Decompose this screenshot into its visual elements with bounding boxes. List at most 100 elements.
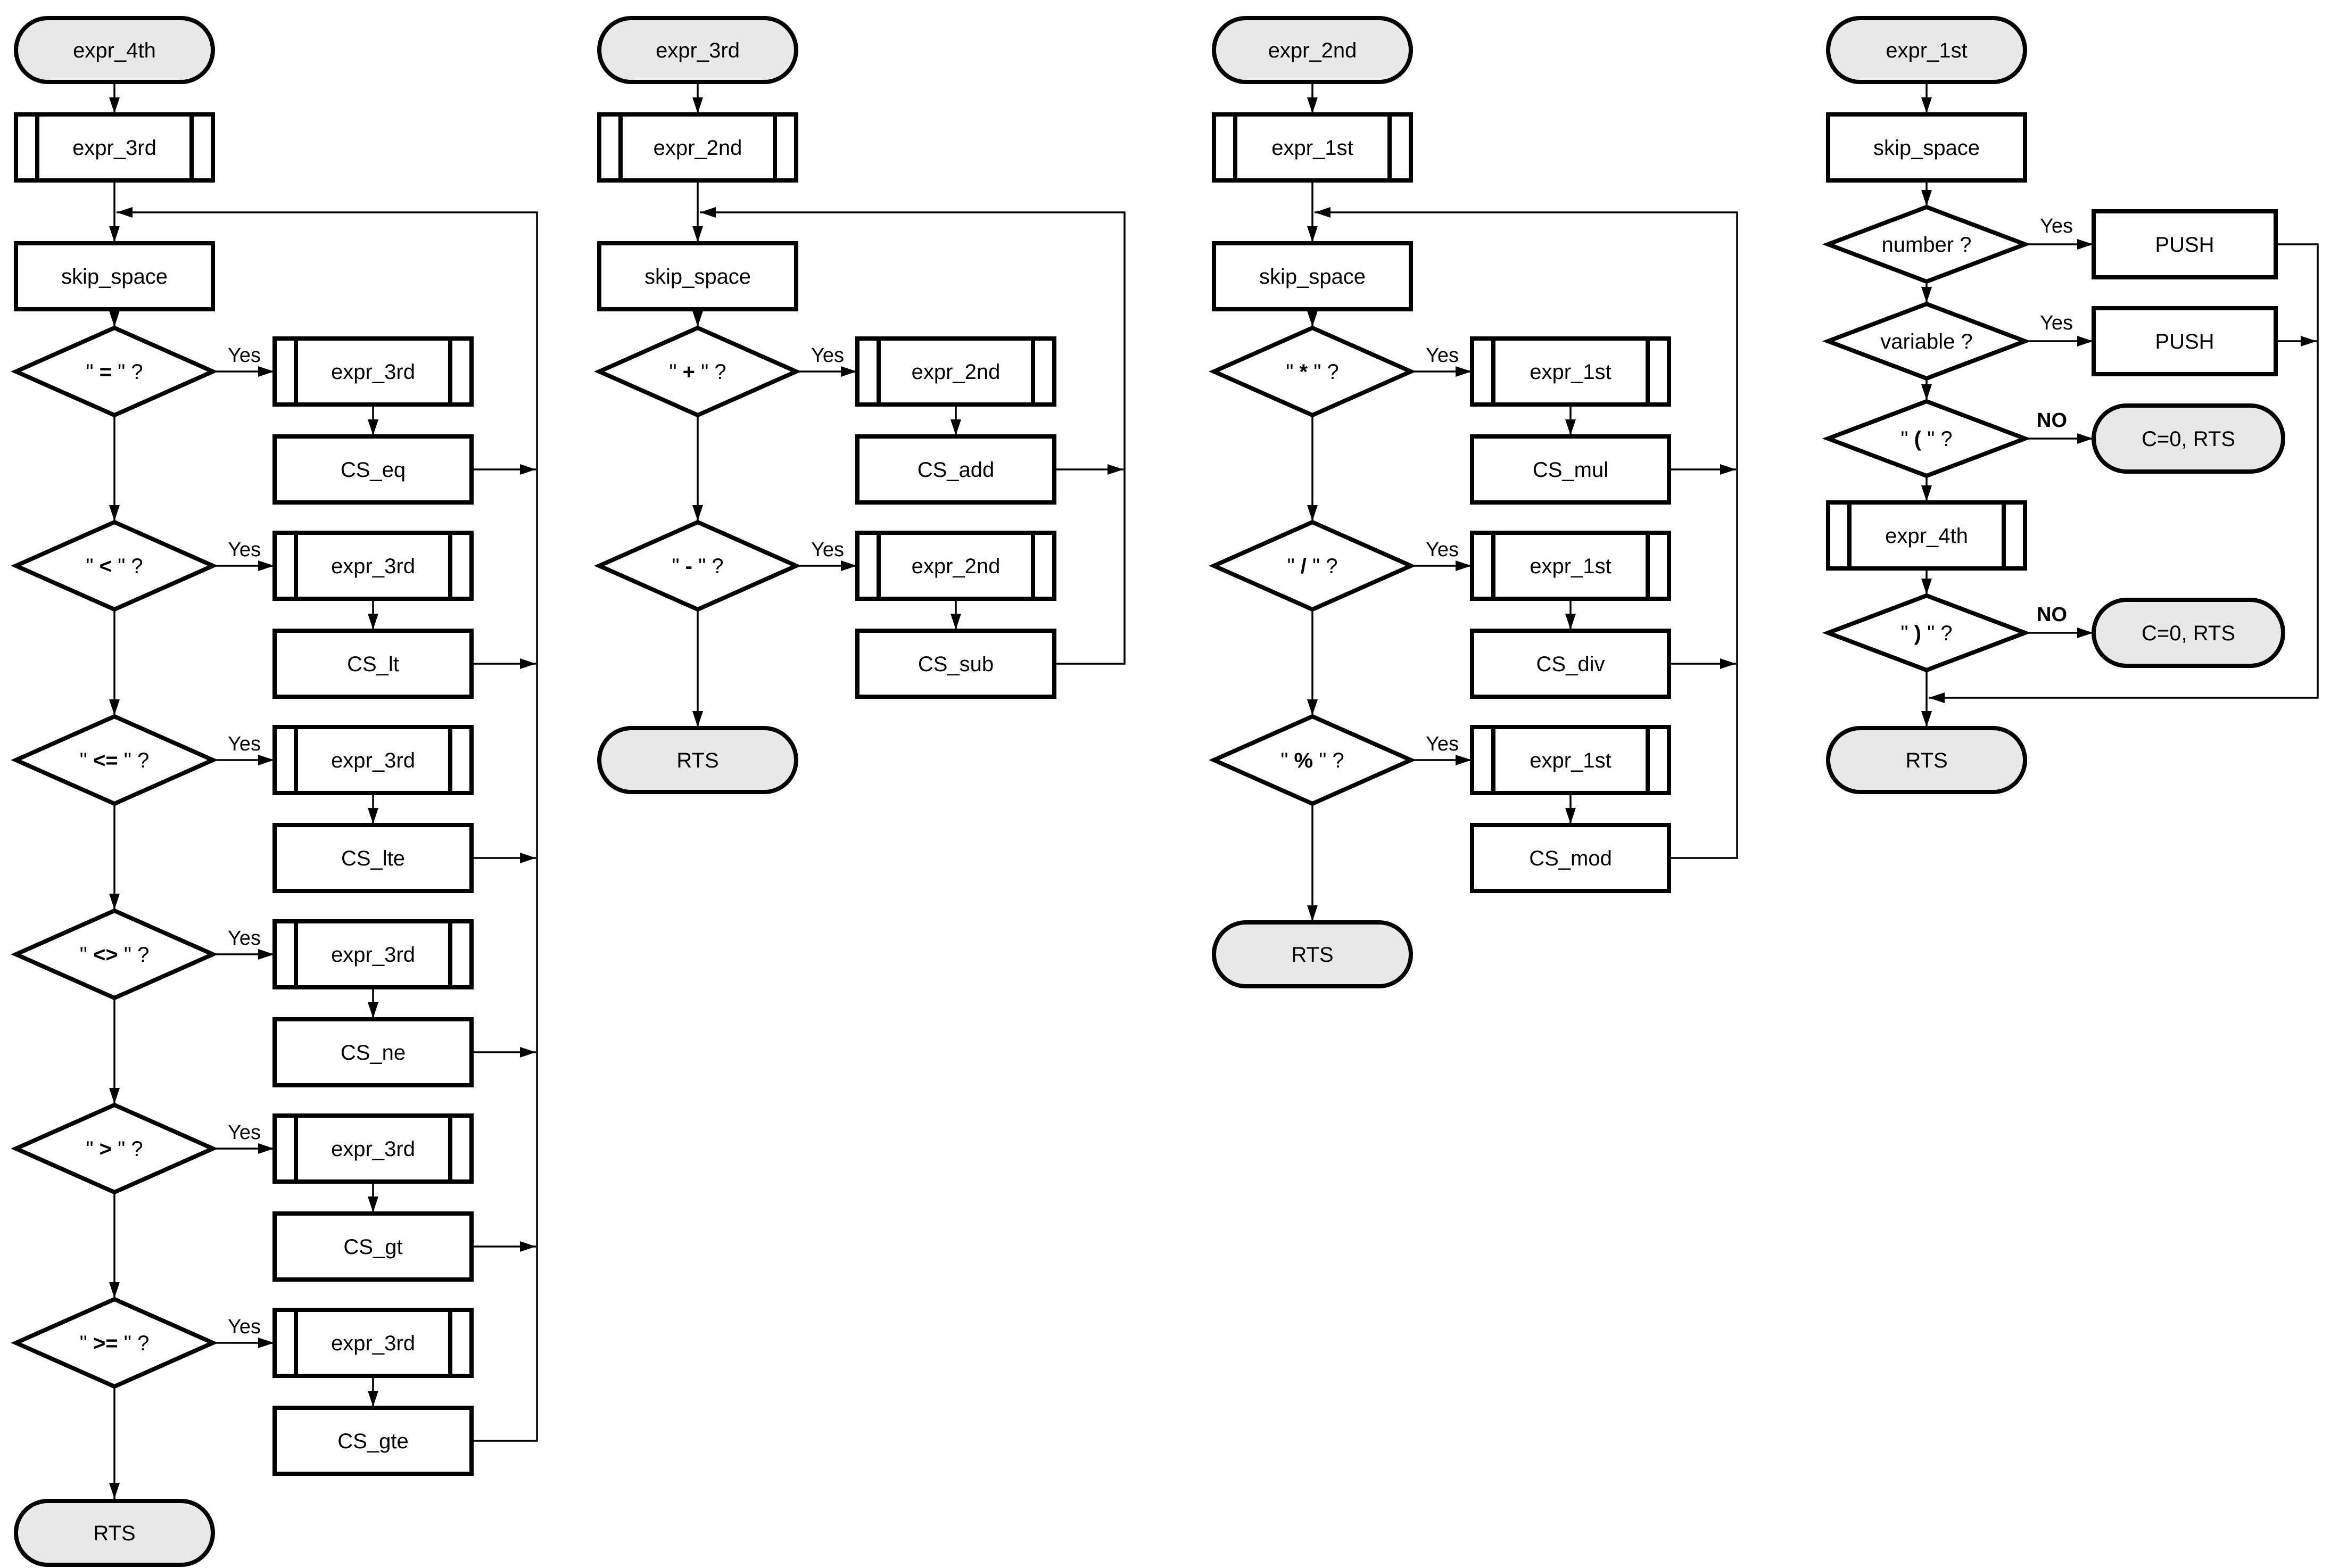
col4-decision-rparen: " ) " ? (1822, 593, 2031, 673)
col3-process-cs-mod-shape (1470, 823, 1671, 893)
yes-label: Yes (228, 927, 261, 950)
edges-layer (109, 82, 2319, 1499)
col1-terminal-rts: RTS (14, 1499, 215, 1567)
edge-connector (117, 207, 538, 1442)
col1-process-skip-space: skip_space (14, 241, 215, 311)
col2-terminal-rts-shape (597, 726, 798, 794)
col3-process-skip-space-label: skip_space (1259, 265, 1366, 288)
col3-process-skip-space: skip_space (1212, 241, 1413, 311)
col1-decision-gt: " > " ? (11, 1102, 218, 1195)
col1-process-cs-gt-label: CS_gt (343, 1235, 402, 1259)
col3-process-cs-mod-label: CS_mod (1529, 847, 1612, 870)
edge-connector (700, 207, 1126, 665)
col3-decision-mod-label: " % " ? (1280, 749, 1344, 772)
col4-subroutine-expr4th: expr_4th (1826, 500, 2027, 571)
col4-terminal-rts-label: RTS (1905, 749, 1947, 772)
col4-terminal-error-lparen: C=0, RTS (2092, 403, 2285, 474)
col1-process-cs-gt-shape (272, 1211, 474, 1282)
col1-process-cs-ne-label: CS_ne (341, 1041, 406, 1064)
col4-decision-lparen: " ( " ? (1822, 399, 2031, 478)
yes-label: Yes (811, 539, 844, 561)
col4-decision-rparen-label: " ) " ? (1900, 622, 1952, 645)
col1-decision-ne: " <> " ? (11, 908, 218, 1001)
col3-subroutine-expr1st-div-shape (1470, 531, 1671, 601)
col1-decision-ne-shape (11, 908, 218, 1001)
col1-process-cs-lte-shape (272, 823, 474, 893)
col1-decision-lte-label: " <= " ? (80, 749, 150, 772)
col1-subroutine-expr3rd-ne-label: expr_3rd (331, 943, 415, 967)
col3-subroutine-expr1st-div: expr_1st (1470, 531, 1671, 601)
col1-start-expr4th-shape (14, 16, 215, 84)
col3-subroutine-expr1st-mod-label: expr_1st (1530, 749, 1611, 772)
col1-decision-lte: " <= " ? (11, 714, 218, 806)
yes-label: Yes (228, 344, 261, 367)
col4-terminal-error-rparen-label: C=0, RTS (2142, 622, 2235, 645)
col1-process-cs-gte-label: CS_gte (337, 1430, 408, 1453)
col1-process-cs-lt: CS_lt (272, 629, 474, 699)
col4-subroutine-expr4th-shape (1826, 500, 2027, 571)
col3-terminal-rts: RTS (1212, 920, 1413, 988)
col1-process-cs-gte-shape (272, 1406, 474, 1476)
col3-process-cs-div: CS_div (1470, 629, 1671, 699)
col1-subroutine-expr3rd-ne-shape (272, 919, 474, 989)
col4-process-push-number-shape (2092, 209, 2278, 279)
col2-subroutine-expr2nd-shape (597, 112, 798, 183)
col2-subroutine-expr2nd-minus: expr_2nd (855, 531, 1056, 601)
col1-subroutine-expr3rd-lt-label: expr_3rd (331, 555, 415, 578)
col1-subroutine-expr3rd-gt-label: expr_3rd (331, 1137, 415, 1161)
col1-subroutine-expr3rd-lt-shape (272, 531, 474, 601)
col4-start-expr1st-label: expr_1st (1886, 39, 1967, 62)
col1-process-cs-eq: CS_eq (272, 434, 474, 505)
col3-subroutine-expr1st-mul-shape (1470, 336, 1671, 407)
col3-decision-mul-label: " * " ? (1286, 360, 1339, 384)
col3-subroutine-expr1st-mul: expr_1st (1470, 336, 1671, 407)
col3-process-cs-div-label: CS_div (1536, 653, 1605, 676)
col1-decision-lte-shape (11, 714, 218, 806)
col1-decision-gt-shape (11, 1102, 218, 1195)
col4-decision-number: number ? (1822, 204, 2031, 284)
yes-label: Yes (2040, 312, 2073, 334)
col1-subroutine-expr3rd-lt: expr_3rd (272, 531, 474, 601)
col1-process-skip-space-label: skip_space (61, 265, 168, 288)
col3-terminal-rts-label: RTS (1291, 943, 1333, 967)
col3-subroutine-expr1st-mul-label: expr_1st (1530, 360, 1611, 384)
col3-process-cs-mul-shape (1470, 434, 1671, 505)
col1-decision-ne-label: " <> " ? (80, 943, 150, 967)
col3-subroutine-expr1st-label: expr_1st (1271, 136, 1353, 160)
col1-process-cs-eq-shape (272, 434, 474, 505)
col2-process-cs-sub: CS_sub (855, 629, 1056, 699)
col1-decision-lt-label: " < " ? (86, 555, 143, 578)
col1-subroutine-expr3rd-eq-shape (272, 336, 474, 407)
col1-subroutine-expr3rd-eq: expr_3rd (272, 336, 474, 407)
col1-decision-gte-label: " >= " ? (80, 1332, 150, 1355)
col2-process-cs-sub-shape (855, 629, 1056, 699)
yes-label: Yes (228, 733, 261, 755)
col4-process-skip-space-label: skip_space (1873, 136, 1980, 160)
col3-process-skip-space-shape (1212, 241, 1413, 311)
col2-process-skip-space-shape (597, 241, 798, 311)
col3-decision-div-shape (1209, 519, 1416, 612)
col1-subroutine-expr3rd-ne: expr_3rd (272, 919, 474, 989)
col4-terminal-error-rparen: C=0, RTS (2092, 598, 2285, 668)
labels-layer: YesYesYesYesYesYesYesYesYesYesYesYesYesN… (228, 215, 2073, 1338)
col2-decision-minus-shape (594, 519, 801, 612)
col4-process-push-variable-label: PUSH (2155, 330, 2214, 353)
col4-decision-variable-label: variable ? (1880, 330, 1972, 353)
col1-subroutine-expr3rd-shape (14, 112, 215, 183)
col4-terminal-rts: RTS (1826, 726, 2027, 794)
yes-label: Yes (1426, 344, 1459, 367)
col1-process-cs-lt-label: CS_lt (347, 653, 399, 676)
col4-process-push-number: PUSH (2092, 209, 2278, 279)
col1-start-expr4th: expr_4th (14, 16, 215, 84)
col2-process-cs-add-label: CS_add (918, 458, 995, 482)
col4-process-skip-space: skip_space (1826, 112, 2027, 183)
col4-decision-number-label: number ? (1882, 233, 1972, 257)
col2-process-cs-add-shape (855, 434, 1056, 505)
yes-label: Yes (228, 539, 261, 561)
yes-label: Yes (811, 344, 844, 367)
col1-subroutine-expr3rd-eq-label: expr_3rd (331, 360, 415, 384)
col3-process-cs-mul-label: CS_mul (1533, 458, 1608, 482)
col3-decision-div: " / " ? (1209, 519, 1416, 612)
